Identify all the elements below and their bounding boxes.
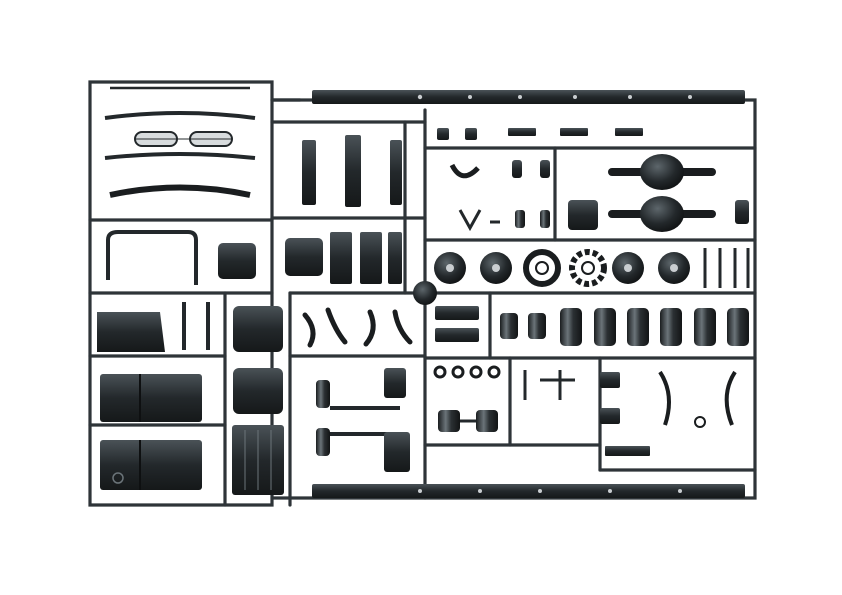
steering-links	[458, 209, 550, 232]
chassis-rail	[312, 90, 745, 498]
tie-rods	[703, 248, 750, 288]
mount-brackets	[437, 128, 643, 179]
leaf-spring	[316, 368, 410, 472]
shock-absorbers	[182, 302, 210, 350]
cab-step	[218, 238, 323, 279]
axle-housing	[568, 154, 749, 232]
fuel-tank	[97, 312, 202, 490]
air-tanks	[435, 306, 749, 346]
cross-members	[302, 135, 402, 284]
brake-drum	[523, 249, 690, 287]
gate-hub	[413, 281, 437, 305]
bumper-assembly	[104, 86, 256, 198]
step-boxes	[232, 306, 284, 495]
spring-hangers	[302, 307, 413, 348]
mirror-bracket	[106, 230, 198, 285]
small-parts	[433, 365, 737, 456]
wheel-hub	[434, 252, 512, 284]
